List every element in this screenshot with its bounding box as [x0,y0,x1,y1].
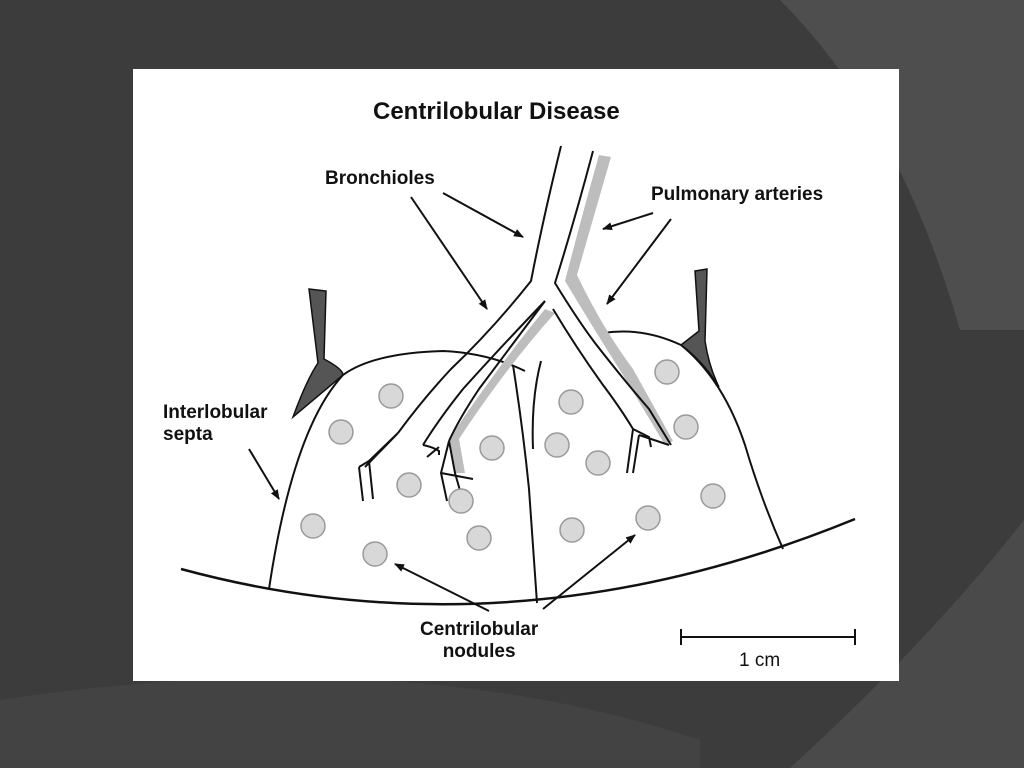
nodule [466,525,492,551]
nodule [544,432,570,458]
pleura-curve [180,517,856,606]
label-septa-line2: septa [163,424,213,445]
label-centrilobular-nodules: Centrilobular nodules [420,619,538,663]
scale-bar [680,629,856,645]
bronchiole-terminal-left-1 [358,432,399,502]
nodule [300,513,326,539]
nodule [700,483,726,509]
nodule [396,472,422,498]
septa-right [679,268,720,388]
label-pulmonary-arteries: Pulmonary arteries [651,184,824,205]
lobule-center-septum-2 [531,360,542,450]
arrow-bronchioles-2 [410,196,488,310]
nodule [558,389,584,415]
arrow-septa [248,448,280,500]
arrow-nodules-right [542,534,636,610]
slide-swoosh-top [780,0,1024,330]
nodule [362,541,388,567]
nodule [654,359,680,385]
bronchiole-main-wall-right [553,150,672,446]
label-interlobular-septa: Interlobular septa [163,402,268,446]
label-nodules-line1: Centrilobular [420,619,539,640]
lobule-left-outline [268,349,526,590]
nodule [328,419,354,445]
pointer-arrows [248,192,672,612]
nodule [673,414,699,440]
nodule [635,505,661,531]
pulmonary-artery-main [565,155,673,445]
slide-swoosh-right [790,520,1024,768]
label-scale: 1 cm [739,650,781,671]
diagram-title: Centrilobular Disease [373,98,620,125]
bronchiole-right-branch-inner [552,308,634,430]
diagram-figure: Centrilobular Disease Bronchioles Pulmon… [133,69,899,681]
label-bronchioles: Bronchioles [325,168,435,189]
septa-left [291,288,344,420]
lobule-right-outline [602,330,784,550]
bronchiole-terminal-right [626,428,670,474]
arrow-pulmonary-2 [606,218,672,305]
arrow-bronchioles-1 [442,192,524,238]
nodule [479,435,505,461]
centrilobular-nodules [300,359,726,567]
nodule [559,517,585,543]
bronchiole-terminal-left-2 [422,444,440,458]
label-nodules-line2: nodules [442,641,516,662]
lobule-center-septum [512,364,538,604]
nodule [378,383,404,409]
bronchiole-main-wall-left [397,145,562,434]
bronchiole-center-inner [448,300,546,442]
arrow-pulmonary-1 [602,212,654,231]
diagram-drawing [180,145,856,645]
bronchiole-left-branch-inner [422,300,546,446]
slide-swoosh-bottom [0,677,700,768]
arrow-nodules-left [394,563,490,612]
nodule [585,450,611,476]
label-septa-line1: Interlobular [163,402,268,423]
pulmonary-artery-branch [449,309,555,473]
nodule [448,488,474,514]
